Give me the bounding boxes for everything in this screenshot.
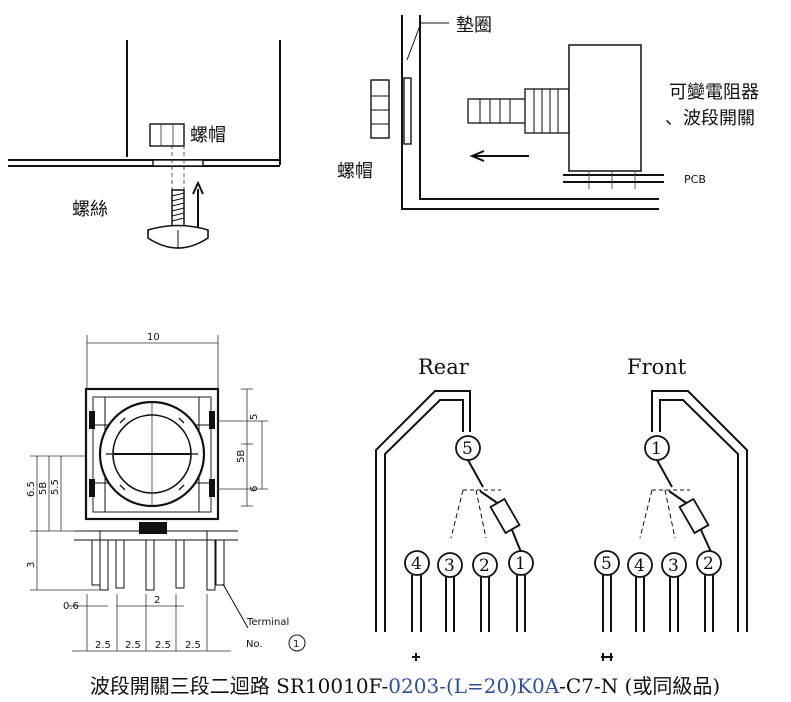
rear-frame-left (375, 390, 471, 632)
caption-prefix: 波段開關三段二迴路 SR10010F- (89, 674, 389, 698)
diagram-caption: 波段開關三段二迴路 SR10010F-0203-(L=20)K0A-C7-N (… (55, 674, 755, 698)
caption-suffix: -C7-N (或同級品) (559, 674, 721, 698)
rear-resistor (489, 497, 521, 535)
component-body (568, 44, 642, 172)
svg-text:4: 4 (411, 554, 422, 574)
left-dim-outer-value: 6.5 (26, 481, 37, 497)
inner-panel-line (419, 15, 659, 200)
front-pin-5: 5 (594, 550, 620, 632)
front-switch-stem (656, 459, 673, 488)
right-latch-top (209, 411, 215, 429)
terminal-label-line2: No. (246, 639, 263, 650)
pitch-mid-value: 2 (154, 595, 160, 606)
svg-text:2: 2 (703, 554, 714, 574)
right-nut-label: 螺帽 (337, 161, 373, 182)
svg-text:3: 3 (668, 556, 679, 576)
left-latch-bottom (89, 479, 95, 497)
rear-wiring-diagram: Rear 5 4 3 (375, 355, 534, 661)
washer-rect (403, 77, 412, 145)
top-left-nut-label: 螺帽 (190, 125, 226, 146)
pcb-label: PCB (684, 173, 706, 186)
right-latch-bottom (209, 479, 215, 497)
svg-text:5: 5 (601, 554, 612, 574)
outer-panel-line (401, 15, 659, 210)
bottom-left-dim-value: 3 (26, 562, 37, 568)
svg-text:1: 1 (651, 439, 662, 459)
pitch-3-value: 2.5 (155, 640, 171, 651)
top-left-mounting-diagram: 螺帽 螺絲 (8, 40, 281, 249)
front-frame-right (659, 399, 739, 632)
front-resistor (678, 497, 710, 535)
front-wiring-diagram: Front 1 5 4 (594, 355, 748, 661)
front-pin-4: 4 (627, 552, 653, 632)
component-label-line2: 、波段開關 (665, 108, 755, 129)
pitch-small-value: 0.6 (63, 601, 79, 612)
rear-pin-4: 4 (404, 550, 430, 632)
svg-text:1: 1 (515, 554, 526, 574)
mount-hole (152, 159, 204, 167)
front-top-pin: 1 (644, 435, 670, 461)
front-hash-mark (601, 653, 613, 661)
right-top-dim-value: 5 (249, 414, 260, 420)
terminal-leader (222, 583, 249, 629)
left-dim-mid-value: 5B (38, 482, 49, 495)
center-tab (139, 522, 167, 534)
svg-text:2: 2 (479, 556, 490, 576)
rear-pin-1: 1 (508, 550, 534, 632)
top-right-mounting-diagram: 螺帽 墊圈 PCB 可變電阻器 、波段開關 (337, 15, 759, 210)
svg-text:4: 4 (634, 556, 645, 576)
left-latch-top (89, 411, 95, 429)
rear-pin-3: 3 (437, 552, 463, 632)
rear-frame-right (384, 399, 464, 632)
rear-title: Rear (418, 355, 470, 379)
svg-text:5: 5 (462, 439, 473, 459)
rear-switch-stem (467, 459, 484, 488)
front-title: Front (627, 355, 687, 379)
terminal-label-line1: Terminal (246, 617, 289, 628)
svg-text:3: 3 (444, 556, 455, 576)
right-mid-dim-value: 5B (236, 450, 247, 463)
nut-box (149, 123, 185, 147)
front-pin-3: 3 (661, 552, 687, 632)
washer-label: 墊圈 (456, 15, 492, 36)
terminal-number-circle (288, 634, 306, 652)
left-dim-inner-value: 5.5 (50, 479, 61, 495)
right-bottom-dim-value: 6 (249, 486, 260, 492)
rear-pin-2: 2 (472, 552, 498, 632)
pitch-1-value: 2.5 (95, 640, 111, 651)
caption-blue-part: 0203-(L=20)K0A (388, 674, 560, 698)
pitch-4-value: 2.5 (185, 640, 201, 651)
upward-arrow-icon (192, 180, 204, 195)
component-label-line1: 可變電阻器 (669, 82, 759, 103)
terminal-number: 1 (293, 639, 299, 650)
front-frame-left (651, 390, 748, 632)
screw-icon (147, 189, 209, 249)
left-arrow-icon (469, 150, 485, 162)
screw-label: 螺絲 (72, 199, 108, 220)
front-pin-2: 2 (696, 550, 722, 632)
bushing (524, 88, 570, 134)
pitch-2-value: 2.5 (125, 640, 141, 651)
rear-cross-mark (412, 653, 420, 661)
right-nut-box (370, 79, 390, 139)
top-width-value: 10 (147, 332, 160, 343)
rear-top-pin: 5 (455, 435, 481, 461)
dimension-drawing: 10 (26, 332, 306, 652)
washer-leader (406, 22, 449, 61)
terminal-pins (91, 531, 225, 591)
